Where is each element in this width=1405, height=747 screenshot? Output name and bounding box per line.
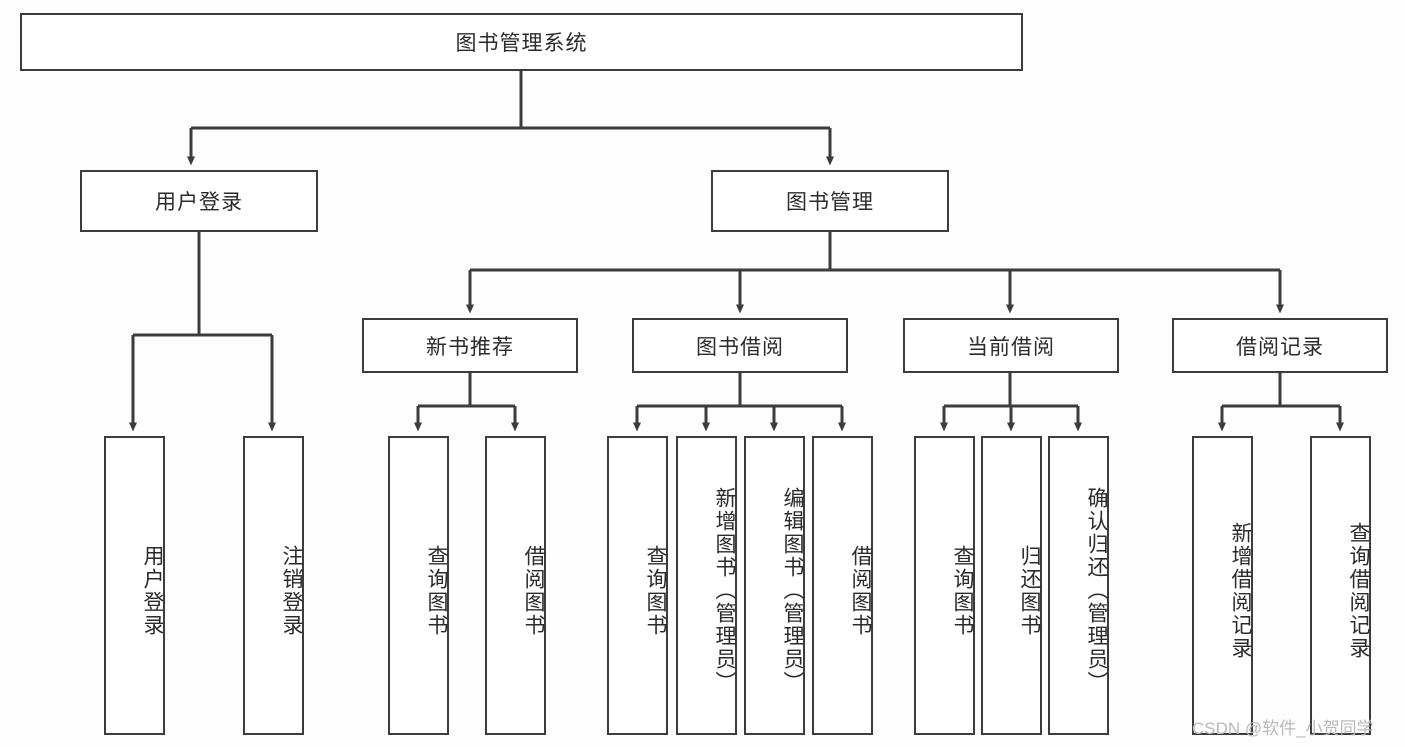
node-book-management[interactable]: 图书管理 [711, 170, 949, 232]
leaf-query-book-current[interactable]: 查询图书 [914, 436, 975, 735]
leaf-user-login-label: 用户登录 [141, 544, 164, 637]
leaf-add-borrow-record[interactable]: 新增借阅记录 [1192, 436, 1253, 735]
node-borrow-record-label: 借阅记录 [1236, 335, 1324, 359]
leaf-borrow-book-recommend[interactable]: 借阅图书 [485, 436, 546, 735]
leaf-query-book-borrow[interactable]: 查询图书 [607, 436, 668, 735]
leaf-logout-label: 注销登录 [280, 544, 303, 637]
node-borrow-record[interactable]: 借阅记录 [1172, 318, 1388, 373]
leaf-borrow-book-label: 借阅图书 [849, 544, 872, 637]
node-user-login[interactable]: 用户登录 [80, 170, 318, 232]
leaf-return-book[interactable]: 归还图书 [981, 436, 1042, 735]
leaf-edit-book-admin[interactable]: 编辑图书（管理员） [744, 436, 805, 735]
node-current-borrow[interactable]: 当前借阅 [903, 318, 1119, 373]
leaf-add-book-admin-label: 新增图书（管理员） [713, 487, 736, 694]
leaf-edit-book-admin-label: 编辑图书（管理员） [781, 487, 804, 694]
leaf-borrow-book-recommend-label: 借阅图书 [522, 544, 545, 637]
node-book-borrow[interactable]: 图书借阅 [632, 318, 848, 373]
leaf-query-book-recommend-label: 查询图书 [425, 544, 448, 637]
leaf-borrow-book[interactable]: 借阅图书 [812, 436, 873, 735]
node-root-label: 图书管理系统 [455, 32, 588, 55]
leaf-query-borrow-record-label: 查询借阅记录 [1347, 521, 1370, 660]
node-new-book-recommend-label: 新书推荐 [426, 335, 514, 359]
node-current-borrow-label: 当前借阅 [967, 335, 1055, 359]
leaf-logout[interactable]: 注销登录 [243, 436, 304, 735]
leaf-add-borrow-record-label: 新增借阅记录 [1229, 521, 1252, 660]
leaf-user-login[interactable]: 用户登录 [104, 436, 165, 735]
node-user-login-label: 用户登录 [155, 191, 243, 214]
node-book-borrow-label: 图书借阅 [696, 335, 784, 359]
leaf-query-borrow-record[interactable]: 查询借阅记录 [1310, 436, 1371, 735]
node-new-book-recommend[interactable]: 新书推荐 [362, 318, 578, 373]
leaf-confirm-return-admin-label: 确认归还（管理员） [1085, 487, 1108, 694]
leaf-add-book-admin[interactable]: 新增图书（管理员） [676, 436, 737, 735]
leaf-return-book-label: 归还图书 [1018, 544, 1041, 637]
leaf-query-book-current-label: 查询图书 [951, 544, 974, 637]
leaf-confirm-return-admin[interactable]: 确认归还（管理员） [1048, 436, 1109, 735]
leaf-query-book-recommend[interactable]: 查询图书 [388, 436, 449, 735]
leaf-query-book-borrow-label: 查询图书 [644, 544, 667, 637]
node-book-management-label: 图书管理 [786, 191, 874, 214]
node-root[interactable]: 图书管理系统 [20, 13, 1023, 71]
